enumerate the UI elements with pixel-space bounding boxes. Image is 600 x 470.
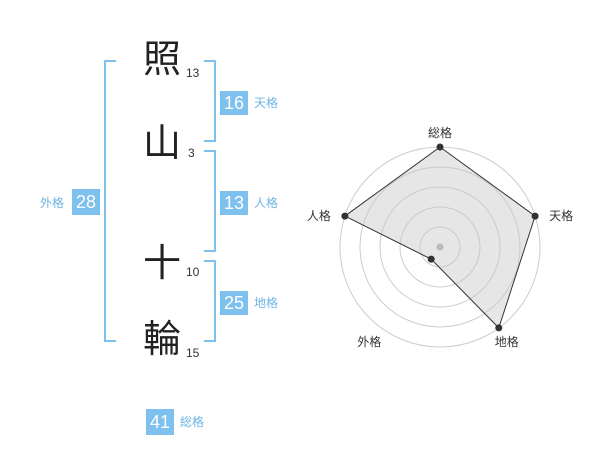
radar-ring (419, 226, 461, 268)
radar-ring (399, 206, 481, 288)
chikaku-label: 地格 (254, 296, 279, 310)
stroke-count-2: 3 (188, 146, 195, 160)
radar-axis-label: 外格 (357, 334, 381, 349)
chikaku-value: 25 (220, 291, 248, 315)
name-char-2: 山 (143, 121, 182, 165)
tenkaku-label: 天格 (254, 96, 279, 110)
tenkaku-value: 16 (220, 91, 248, 115)
radar-point-4 (427, 255, 435, 263)
jinkaku-bracket (204, 150, 216, 252)
radar-axis-label: 人格 (307, 208, 331, 223)
radar-area (343, 146, 536, 329)
name-char-4: 輪 (143, 317, 182, 361)
gaikaku-label: 外格 (40, 196, 65, 210)
jinkaku-label: 人格 (254, 196, 279, 210)
stroke-count-4: 15 (186, 346, 200, 360)
radar-axis-label: 地格 (495, 334, 519, 349)
name-char-3: 十 (143, 241, 182, 285)
stroke-count-1: 13 (186, 66, 200, 80)
radar-point-2 (531, 212, 539, 220)
name-char-1: 照 (143, 37, 182, 81)
chikaku-bracket (204, 260, 216, 342)
jinkaku-value: 13 (220, 191, 248, 215)
gaikaku-bracket (104, 60, 116, 342)
radar-ring (359, 166, 521, 328)
stroke-count-3: 10 (186, 265, 200, 279)
gaikaku-value: 28 (72, 189, 100, 215)
radar-point-5 (341, 212, 349, 220)
radar-ring (379, 186, 501, 308)
radar-axis-label: 総格 (428, 125, 452, 140)
radar-center (436, 243, 444, 251)
radar-point-1 (436, 143, 444, 151)
tenkaku-bracket (204, 60, 216, 142)
soukaku-value: 41 (146, 409, 174, 435)
soukaku-label: 総格 (180, 415, 205, 429)
radar-point-3 (495, 324, 503, 332)
radar-axis-label: 天格 (549, 208, 573, 223)
